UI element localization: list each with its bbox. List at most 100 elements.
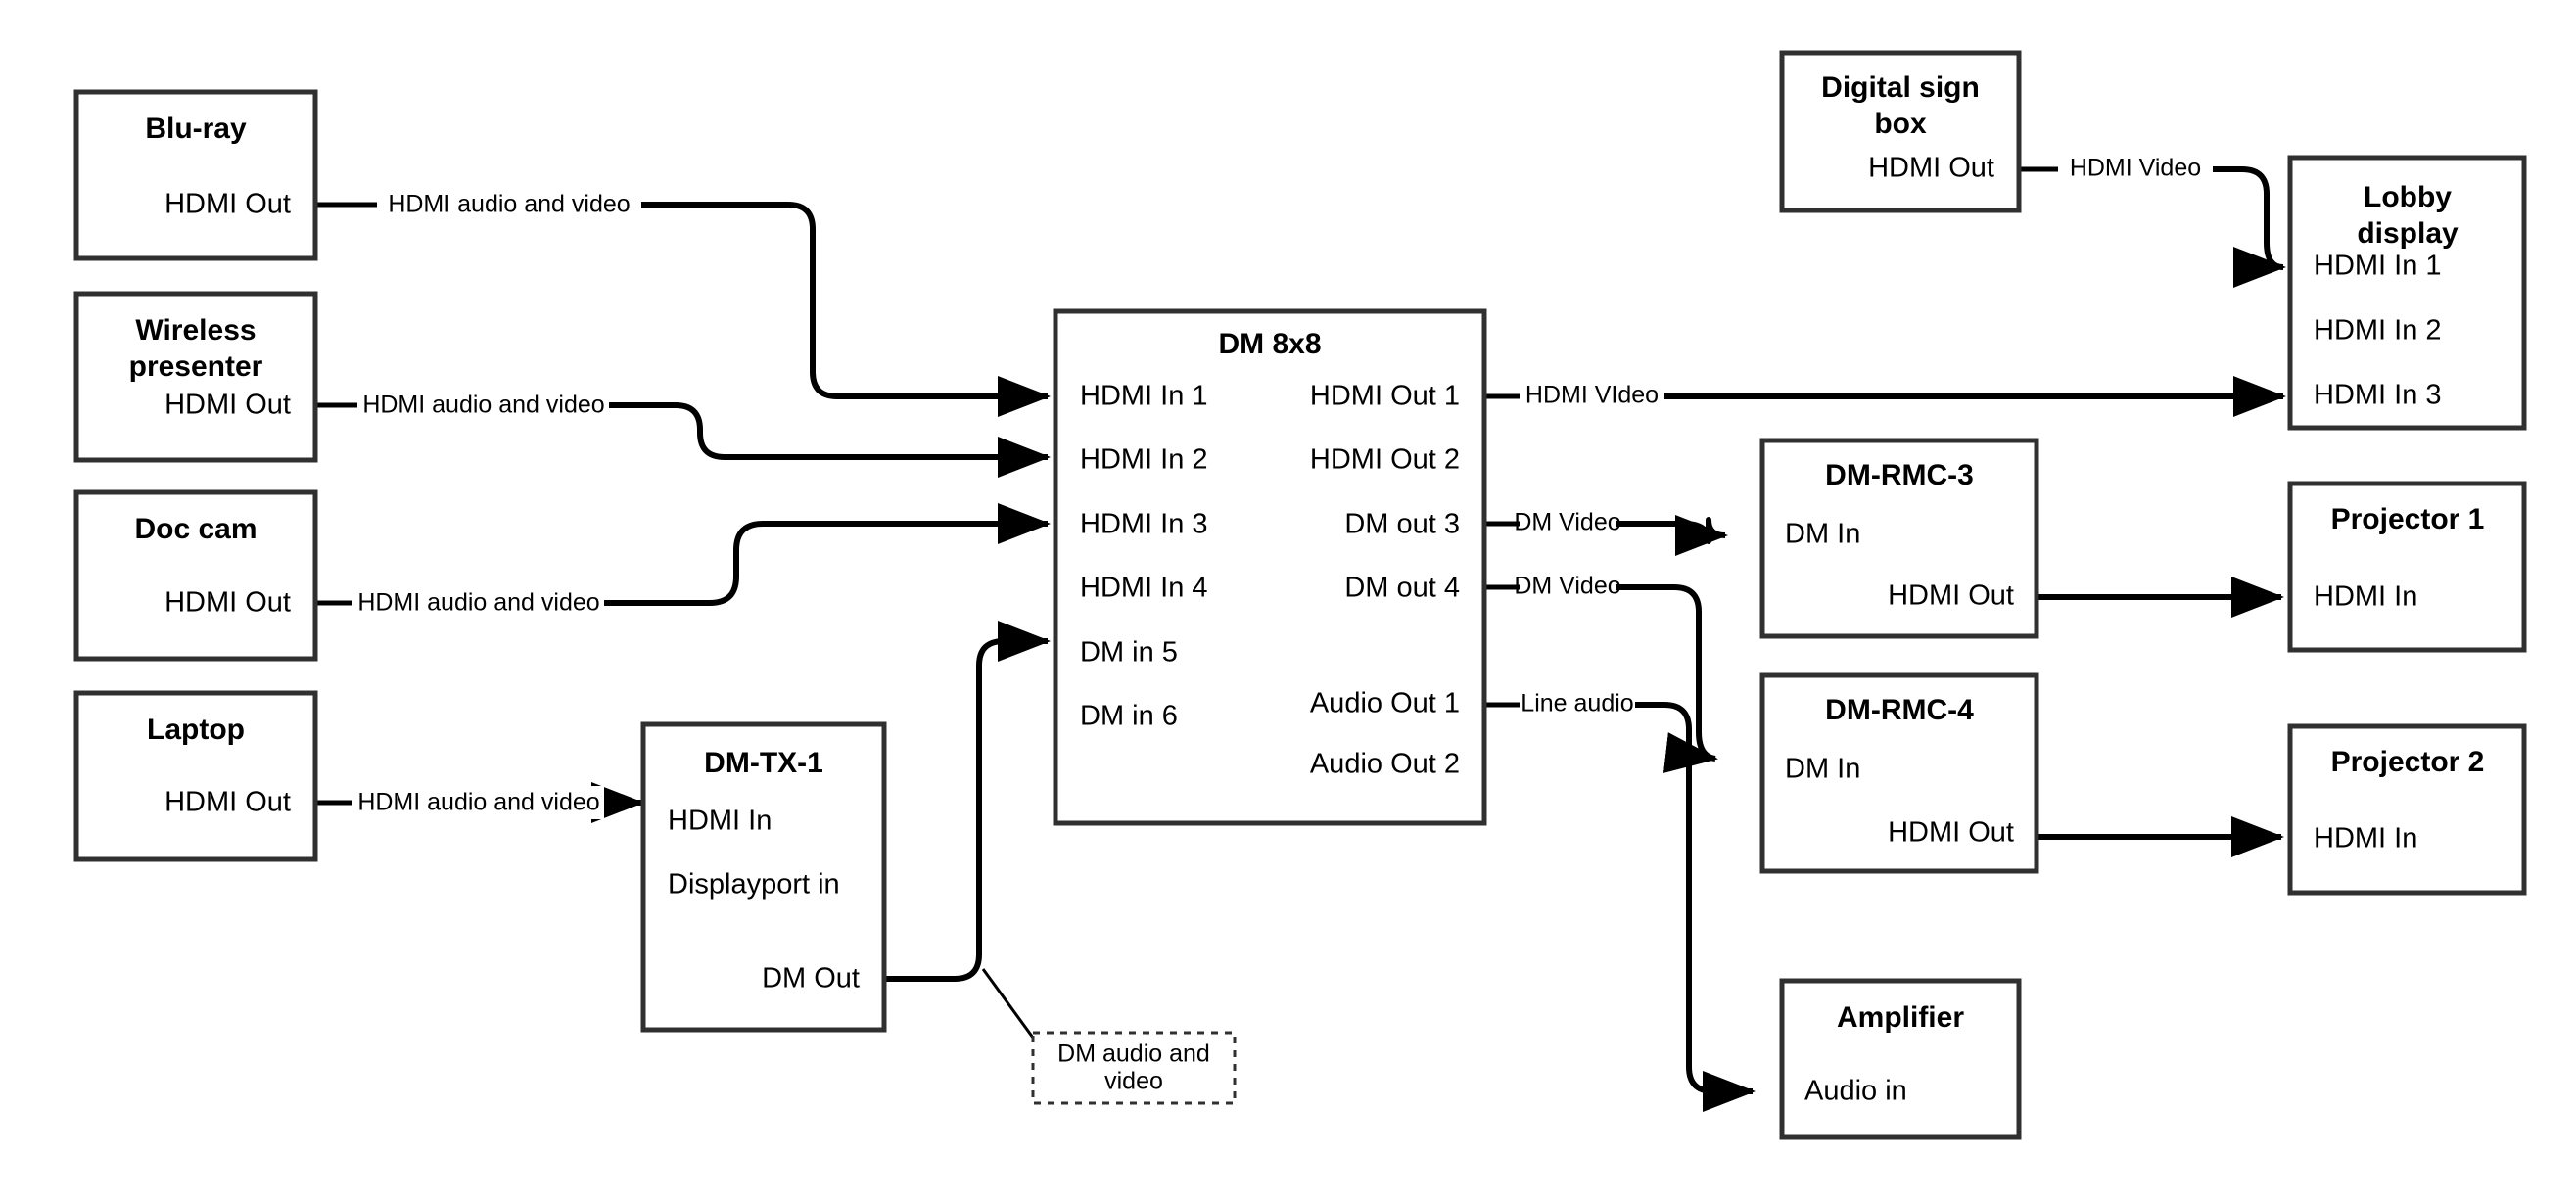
wireless-presenter-title-line2: presenter (129, 350, 263, 383)
dm-8x8-output-dm-out-3: DM out 3 (1344, 509, 1460, 540)
dm-rmc-4-port-hdmi-out: HDMI Out (1888, 817, 2014, 849)
wireless-presenter-port-hdmi-out: HDMI Out (164, 390, 291, 421)
bluray-box[interactable] (73, 89, 318, 261)
dm-8x8-title: DM 8x8 (1218, 328, 1321, 360)
note-dm-audio-and-video: DM audio and video (1031, 1031, 1237, 1105)
edge-label-doccam-to-in3: HDMI audio and video (352, 586, 604, 620)
wire-digitalsign-to-lobby-in-1 (2019, 166, 2286, 288)
node-dm-rmc-3[interactable]: DM-RMC-3 DM In HDMI Out (1759, 438, 2039, 639)
wire-bluray-to-hdmi-in-1 (315, 202, 1051, 417)
dm-rmc-3-port-dm-in: DM In (1785, 519, 1860, 550)
node-amplifier[interactable]: Amplifier Audio in (1779, 978, 2022, 1140)
dm-8x8-input-dm-in-6: DM in 6 (1080, 701, 1178, 732)
dm-8x8-input-hdmi-in-1: HDMI In 1 (1080, 381, 1208, 412)
dm-rmc-4-title: DM-RMC-4 (1825, 694, 1974, 726)
bluray-title: Blu-ray (145, 113, 247, 145)
dm-tx-1-box[interactable] (640, 721, 887, 1033)
dm-rmc-4-box[interactable] (1759, 672, 2039, 874)
dm-tx-1-port-hdmi-in: HDMI In (668, 806, 772, 837)
laptop-port-hdmi-out: HDMI Out (164, 787, 291, 818)
projector-2-box[interactable] (2287, 723, 2527, 896)
laptop-title: Laptop (147, 714, 245, 746)
dm-8x8-box[interactable] (1053, 308, 1487, 826)
dm-8x8-input-hdmi-in-3: HDMI In 3 (1080, 509, 1208, 540)
wire-wireless-to-hdmi-in-2 (315, 402, 1051, 478)
wire-dm-out-3-to-dmrmc3 (1484, 514, 1728, 556)
svg-text:HDMI audio and video: HDMI audio and video (357, 589, 599, 617)
wire-doccam-to-hdmi-in-3 (315, 503, 1051, 606)
node-projector-1[interactable]: Projector 1 HDMI In (2287, 481, 2527, 653)
node-projector-2[interactable]: Projector 2 HDMI In (2287, 723, 2527, 896)
doc-cam-box[interactable] (73, 489, 318, 662)
edge-label-out4-to-rmc4: DM Video (1514, 571, 1621, 604)
digital-sign-box-port-hdmi-out: HDMI Out (1868, 153, 1994, 184)
dm-8x8-output-hdmi-out-2: HDMI Out 2 (1310, 444, 1460, 476)
node-wireless-presenter[interactable]: Wireless presenter HDMI Out (73, 291, 318, 463)
svg-text:DM Video: DM Video (1514, 573, 1620, 600)
amplifier-port-audio-in: Audio in (1804, 1076, 1907, 1107)
projector-1-title: Projector 1 (2331, 503, 2485, 535)
lobby-display-box[interactable] (2287, 155, 2527, 431)
lobby-display-title-line1: Lobby (2364, 181, 2452, 213)
dm-tx-1-title: DM-TX-1 (704, 747, 823, 779)
dm-rmc-3-box[interactable] (1759, 438, 2039, 639)
svg-text:HDMI Video: HDMI Video (2070, 155, 2201, 182)
digital-sign-box-title-line1: Digital sign (1821, 71, 1980, 104)
wire-dmtx1-to-dm-in-5 (884, 621, 1051, 1039)
edge-label-bluray-to-in1: HDMI audio and video (377, 188, 641, 221)
dm-8x8-input-hdmi-in-2: HDMI In 2 (1080, 444, 1208, 476)
dm-rmc-3-title: DM-RMC-3 (1825, 459, 1974, 491)
node-dm-tx-1[interactable]: DM-TX-1 HDMI In Displayport in DM Out (640, 721, 887, 1033)
dm-8x8-output-dm-out-4: DM out 4 (1344, 573, 1460, 604)
node-laptop[interactable]: Laptop HDMI Out (73, 690, 318, 862)
edge-label-wireless-to-in2: HDMI audio and video (357, 389, 609, 422)
lobby-display-port-hdmi-in-2: HDMI In 2 (2314, 315, 2442, 346)
svg-text:HDMI audio and video: HDMI audio and video (388, 191, 630, 218)
doc-cam-title: Doc cam (134, 513, 257, 545)
edge-label-laptop-to-tx1: HDMI audio and video (352, 786, 604, 819)
node-doc-cam[interactable]: Doc cam HDMI Out (73, 489, 318, 662)
svg-text:Line audio: Line audio (1521, 690, 1633, 717)
projector-2-port-hdmi-in: HDMI In (2314, 823, 2417, 855)
node-lobby-display[interactable]: Lobby display HDMI In 1 HDMI In 2 HDMI I… (2287, 155, 2527, 431)
dm-8x8-output-hdmi-out-1: HDMI Out 1 (1310, 381, 1460, 412)
svg-text:HDMI VIdeo: HDMI VIdeo (1525, 382, 1659, 409)
svg-text:HDMI audio and video: HDMI audio and video (357, 789, 599, 816)
svg-text:DM Video: DM Video (1514, 509, 1620, 536)
node-dm-rmc-4[interactable]: DM-RMC-4 DM In HDMI Out (1759, 672, 2039, 874)
digital-sign-box-title-line2: box (1874, 108, 1927, 140)
wireless-presenter-title-line1: Wireless (135, 314, 256, 346)
dm-audio-video-note-box (1031, 1031, 1237, 1105)
amplifier-title: Amplifier (1837, 1001, 1964, 1034)
dm-8x8-output-audio-out-2: Audio Out 2 (1310, 749, 1460, 780)
edge-label-out3-to-rmc3: DM Video (1514, 507, 1621, 540)
lobby-display-port-hdmi-in-3: HDMI In 3 (2314, 380, 2442, 411)
laptop-box[interactable] (73, 690, 318, 862)
node-digital-sign-box[interactable]: Digital sign box HDMI Out (1779, 50, 2022, 213)
dm-tx-1-port-displayport-in: Displayport in (668, 869, 840, 901)
dm-audio-video-note-line1: DM audio and (1057, 1040, 1210, 1068)
projector-2-title: Projector 2 (2331, 746, 2485, 778)
wire-dm-out-4-to-dmrmc4 (1484, 584, 1718, 773)
projector-1-port-hdmi-in: HDMI In (2314, 581, 2417, 613)
node-bluray[interactable]: Blu-ray HDMI Out (73, 89, 318, 261)
lobby-display-port-hdmi-in-1: HDMI In 1 (2314, 251, 2442, 282)
node-dm-8x8[interactable]: DM 8x8 HDMI In 1 HDMI In 2 HDMI In 3 HDM… (1053, 308, 1487, 826)
dm-8x8-output-audio-out-1: Audio Out 1 (1310, 688, 1460, 719)
edge-label-audio-out1-to-amp: Line audio (1520, 688, 1635, 721)
edge-label-out1-to-lobby-in3: HDMI VIdeo (1520, 380, 1664, 413)
wireless-presenter-box[interactable] (73, 291, 318, 463)
amplifier-box[interactable] (1779, 978, 2022, 1140)
edge-label-sign-to-lobby-in1: HDMI Video (2058, 153, 2213, 186)
dm-8x8-input-hdmi-in-4: HDMI In 4 (1080, 573, 1208, 604)
dm-tx-1-port-dm-out: DM Out (762, 963, 860, 994)
dm-rmc-3-port-hdmi-out: HDMI Out (1888, 580, 2014, 612)
dm-rmc-4-port-dm-in: DM In (1785, 754, 1860, 785)
svg-text:HDMI audio and video: HDMI audio and video (362, 392, 604, 419)
lobby-display-title-line2: display (2357, 217, 2459, 250)
doc-cam-port-hdmi-out: HDMI Out (164, 587, 291, 619)
wire-audio-out-1-to-amplifier (1484, 702, 1756, 1112)
projector-1-box[interactable] (2287, 481, 2527, 653)
digital-sign-box[interactable] (1779, 50, 2022, 213)
